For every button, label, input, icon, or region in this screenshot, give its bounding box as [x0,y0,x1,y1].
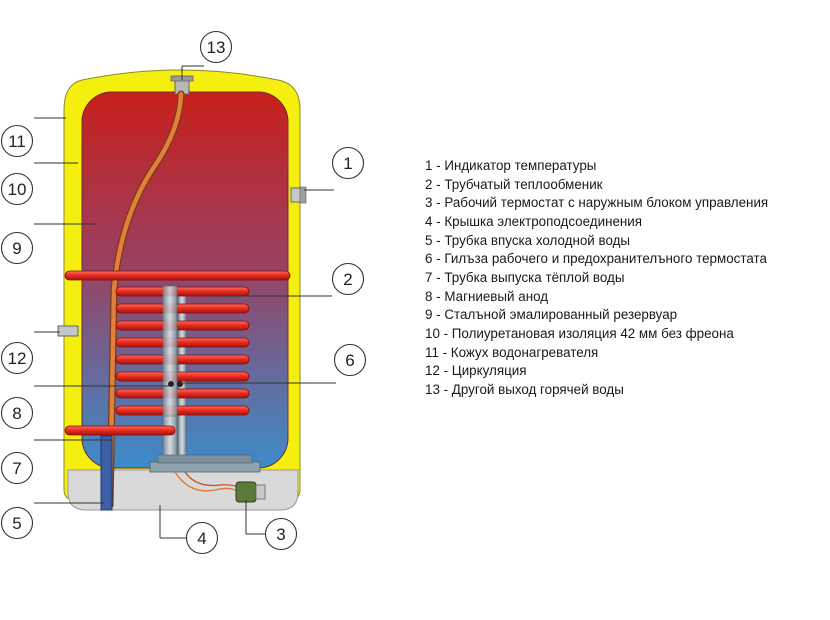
callout-3: 3 [264,517,298,551]
callout-9: 9 [0,231,34,265]
callout-number: 13 [207,38,226,57]
warm-water-pipe-highlight [107,91,184,508]
legend-item: 8 - Магниевый анод [425,288,549,304]
callout-8: 8 [0,396,34,430]
flange-ring [157,454,253,464]
legend-item: 9 - Сталъной эмалированный резервуар [425,307,678,323]
callout-11: 11 [0,124,34,158]
callout-number: 9 [12,239,21,258]
legend-item: 4 - Крышка электроподсоединения [425,213,643,229]
callout-number: 1 [343,154,352,173]
callout-13: 13 [199,30,233,64]
callout-number: 10 [8,180,27,199]
callout-10: 10 [0,172,34,206]
callout-number: 8 [12,404,21,423]
legend-item: 5 - Трубка впуска холодной воды [425,232,631,248]
callout-7: 7 [0,451,34,485]
callout-number: 12 [8,349,27,368]
callout-6: 6 [333,343,367,377]
callout-number: 5 [12,514,21,533]
leader-lines [34,65,336,539]
callout-4: 4 [185,521,219,555]
legend-item: 13 - Другой выход горячей воды [425,381,624,397]
indicator-cap [299,186,307,204]
legend-item: 3 - Рабочий термостат с наружным блоком … [425,195,769,211]
cold-water-pipe [100,435,113,511]
legend-item: 6 - Гилъза рабочего и предохранителъного… [425,251,767,267]
callout-2: 2 [331,262,365,296]
callout-12: 12 [0,341,34,375]
legend-item: 10 - Полиуретановая изоляция 42 мм без ф… [425,325,734,341]
heat-exchanger-coil [64,270,291,436]
legend-item: 12 - Циркуляция [425,363,527,379]
callout-number: 7 [12,459,21,478]
callout-number: 2 [343,270,352,289]
callout-1: 1 [331,146,365,180]
legend-list: 1 - Индикатор температуры 2 - Трубчатый … [425,157,768,400]
legend-item: 7 - Трубка выпуска тёплой воды [425,269,625,285]
callout-number: 4 [197,529,206,548]
legend-item: 11 - Кожух водонагревателя [425,344,599,360]
callout-number: 3 [276,525,285,544]
wiring [174,471,239,493]
circulation-fitting [57,325,79,337]
callout-number: 11 [8,132,26,151]
legend-item: 1 - Индикатор температуры [425,158,597,173]
callout-number: 6 [345,351,354,370]
callout-5: 5 [0,506,34,540]
legend-item: 2 - Трубчатый теплообменик [425,176,603,192]
thermostat-knob [255,484,266,500]
